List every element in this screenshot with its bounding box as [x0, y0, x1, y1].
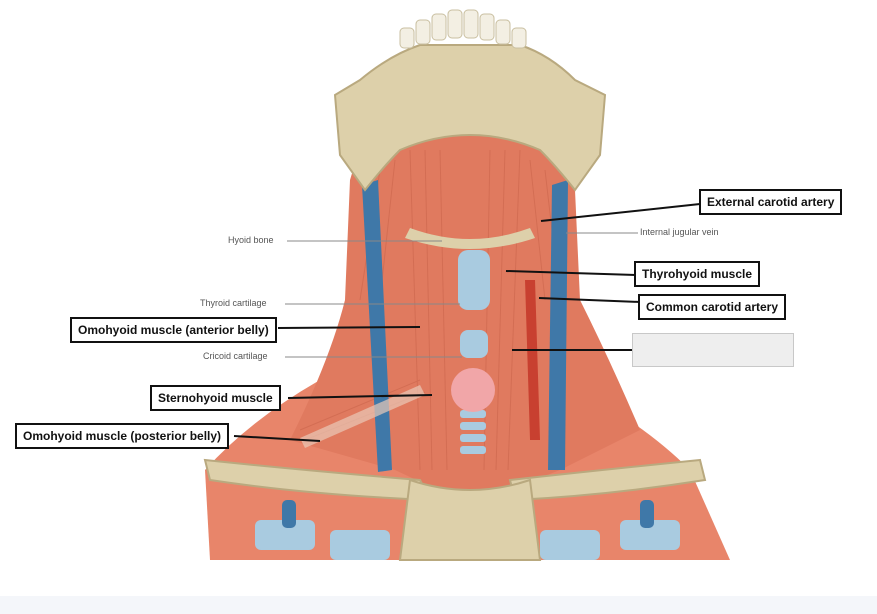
label-cricoid-cartilage: Cricoid cartilage: [203, 351, 268, 361]
right-internal-jugular-vein: [548, 180, 568, 470]
leader-lines: [233, 203, 701, 442]
cricoid-cartilage-shape: [460, 330, 488, 358]
label-external-carotid-artery: External carotid artery: [699, 189, 843, 215]
bottom-bar: [0, 596, 877, 614]
subclavian-vessels: [255, 520, 680, 560]
label-omohyoid-posterior-belly: Omohyoid muscle (posterior belly): [15, 423, 230, 449]
label-thyrohyoid-muscle: Thyrohyoid muscle: [634, 261, 761, 287]
subclavian-veins: [282, 500, 654, 528]
label-omohyoid-anterior-belly: Omohyoid muscle (anterior belly): [70, 317, 277, 343]
thin-leader-lines: [285, 232, 638, 358]
label-thyroid-cartilage: Thyroid cartilage: [200, 298, 267, 308]
sternum: [398, 478, 542, 561]
hyoid-bone-shape: [405, 228, 535, 249]
teeth: [399, 9, 527, 49]
right-clavicle: [508, 458, 707, 502]
label-internal-jugular-vein: Internal jugular vein: [640, 227, 719, 237]
left-internal-jugular-vein: [362, 180, 392, 472]
thyroid-gland: [451, 368, 495, 412]
label-common-carotid-artery: Common carotid artery: [638, 294, 787, 320]
label-sternohyoid-muscle: Sternohyoid muscle: [150, 385, 281, 411]
label-hyoid-bone: Hyoid bone: [228, 235, 274, 245]
blank-answer-box[interactable]: [632, 333, 794, 367]
trachea-rings: [460, 410, 486, 454]
carotid-artery: [525, 280, 540, 440]
omohyoid-band: [300, 385, 425, 448]
thyroid-cartilage-shape: [458, 250, 490, 310]
mandible: [333, 44, 607, 192]
